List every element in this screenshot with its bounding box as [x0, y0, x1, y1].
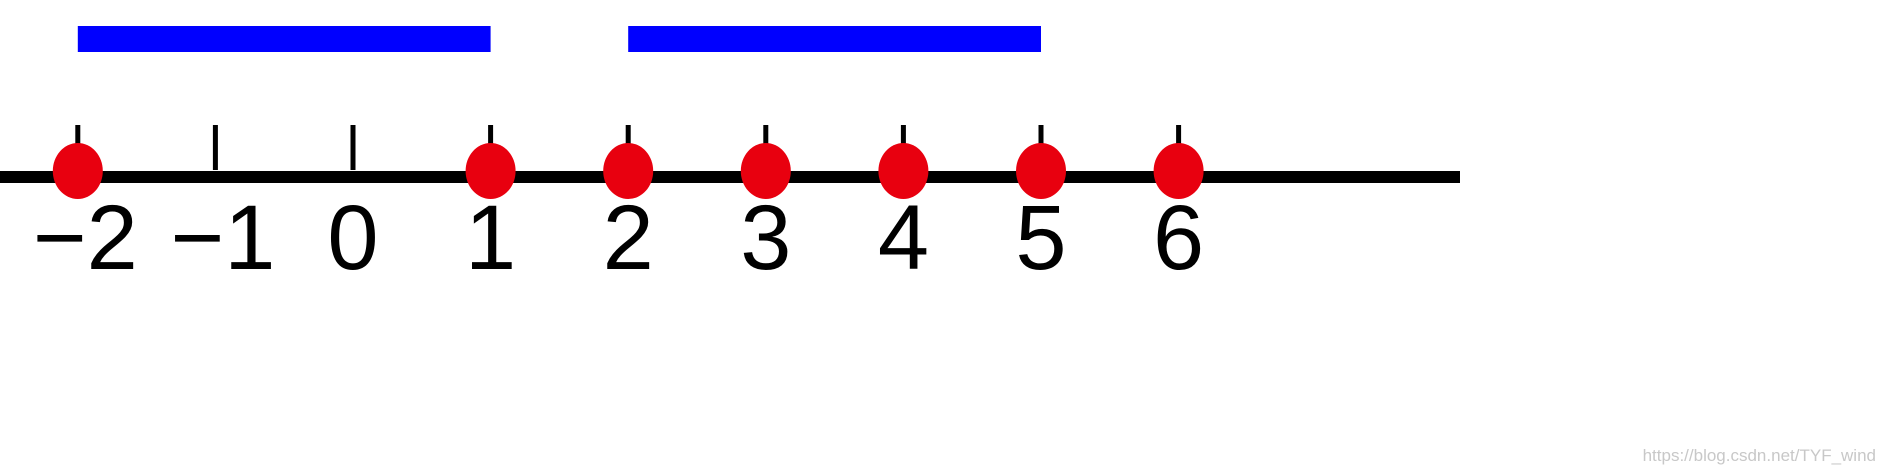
tick-marks — [75, 125, 1182, 170]
tick-label: 2 — [603, 187, 654, 289]
tick-label: 5 — [1015, 187, 1066, 289]
tick-label: 0 — [327, 187, 378, 289]
tick-label: −1 — [170, 187, 275, 289]
interval-bars — [77, 26, 1041, 52]
point-marker — [878, 143, 929, 199]
point-marker — [465, 143, 516, 199]
marked-points — [52, 143, 1204, 199]
point-marker — [52, 143, 103, 199]
point-marker — [740, 143, 791, 199]
interval-bar — [628, 26, 1041, 52]
tick-label: 4 — [878, 187, 929, 289]
point-marker — [1153, 143, 1204, 199]
tick-label: 3 — [740, 187, 791, 289]
tick-label: −2 — [33, 187, 138, 289]
point-marker — [1016, 143, 1066, 199]
interval-bar — [77, 26, 491, 52]
tick-label: 6 — [1153, 187, 1204, 289]
point-marker — [603, 143, 654, 199]
watermark-text: https://blog.csdn.net/TYF_wind — [1642, 446, 1876, 465]
tick-label: 1 — [465, 187, 516, 289]
